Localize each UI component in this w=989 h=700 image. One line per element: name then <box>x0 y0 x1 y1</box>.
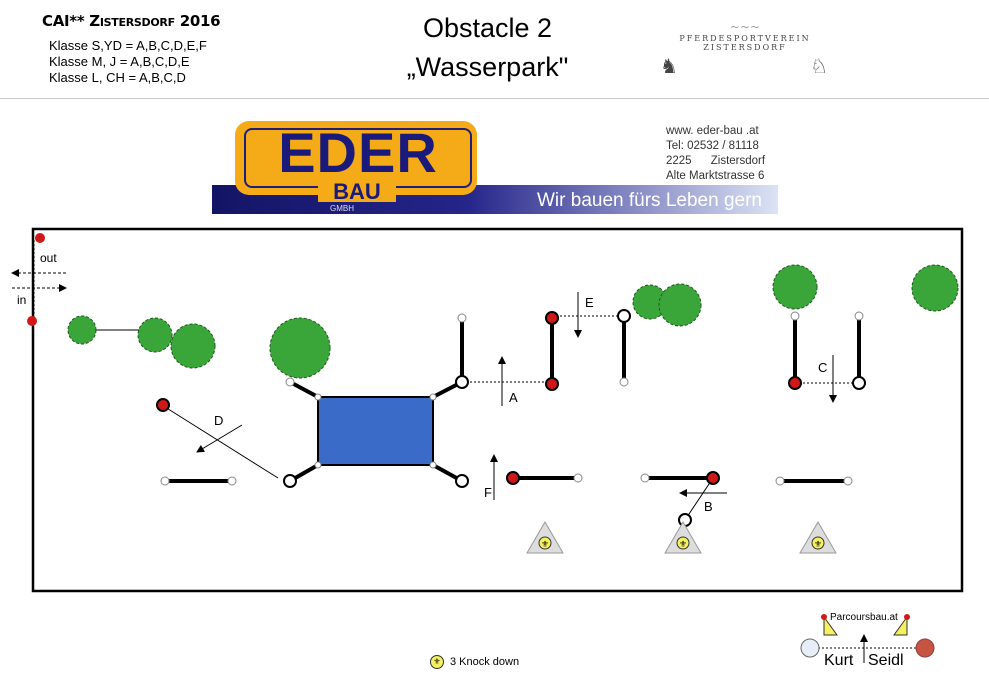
obstacle-subtitle: „Wasserpark" <box>406 52 569 82</box>
phone: Tel: 02532 / 81118 <box>666 140 759 152</box>
white-marker <box>678 513 692 527</box>
designer-site: Parcoursbau.at <box>830 612 898 623</box>
legend-label: 3 Knock down <box>450 656 520 668</box>
white-marker <box>455 474 469 488</box>
designer-logo: Parcoursbau.at Kurt Seidl <box>800 605 935 670</box>
designer-last: Seidl <box>868 652 904 669</box>
obstacle-title: Obstacle 2 <box>422 13 553 43</box>
legend: ⚜ 3 Knock down <box>430 655 519 669</box>
white-marker <box>455 375 469 389</box>
sponsor-name: EDER <box>278 121 438 184</box>
tree <box>137 317 173 353</box>
designer-first: Kurt <box>824 652 854 669</box>
sponsor-form: GMBH <box>330 204 354 213</box>
website: www. eder-bau .at <box>666 125 759 137</box>
event-title: CAI** Zistersdorf 2016 <box>42 12 221 30</box>
tree <box>170 323 216 369</box>
class-line: Klasse M, J = A,B,C,D,E <box>49 54 190 69</box>
tree <box>658 283 702 327</box>
class-line: Klasse L, CH = A,B,C,D <box>49 70 186 85</box>
water-pond <box>317 396 434 466</box>
tree <box>772 264 818 310</box>
red-marker <box>156 398 170 412</box>
red-marker <box>545 377 559 391</box>
svg-text:⚜: ⚜ <box>814 539 822 549</box>
red-marker <box>545 311 559 325</box>
svg-text:⚜: ⚜ <box>541 539 549 549</box>
white-marker <box>283 474 297 488</box>
tree <box>911 264 959 312</box>
sponsor-sub: BAU <box>318 181 396 203</box>
sponsor-slogan: Wir bauen fürs Leben gern <box>537 190 762 211</box>
divider <box>0 98 989 99</box>
gate-marker-red <box>27 316 37 326</box>
sponsor-contact: www. eder-bau .at Tel: 02532 / 81118 222… <box>666 124 765 184</box>
horse-jump-icon: ♞ <box>660 54 680 78</box>
arena-border <box>31 227 964 593</box>
class-line: Klasse S,YD = A,B,C,D,E,F <box>49 38 207 53</box>
gate-a-label: A <box>509 390 518 405</box>
gate-d-label: D <box>214 413 223 428</box>
svg-text:⚜: ⚜ <box>679 539 687 549</box>
street: Alte Marktstrasse 6 <box>666 170 765 182</box>
red-marker <box>788 376 802 390</box>
city: 2225 Zistersdorf <box>666 155 766 167</box>
club-logo: ~~~ PFERDESPORTVEREIN ZISTERSDORF ♞♘ <box>660 20 830 78</box>
out-label: out <box>40 251 57 265</box>
white-marker <box>852 376 866 390</box>
gate-e-label: E <box>585 295 594 310</box>
tree <box>269 317 331 379</box>
arrow-d <box>196 424 243 453</box>
club-name: PFERDESPORTVEREIN ZISTERSDORF <box>679 34 811 52</box>
gate-b-label: B <box>704 499 713 514</box>
white-marker <box>617 309 631 323</box>
in-label: in <box>17 293 26 307</box>
gate-marker-red <box>35 233 45 243</box>
knockdown-marker: ⚜ ⚜ ⚜ <box>526 521 837 554</box>
red-marker <box>506 471 520 485</box>
tree <box>67 315 97 345</box>
gate-f-label: F <box>484 485 492 500</box>
gate-c-label: C <box>818 360 827 375</box>
carriage-icon: ♘ <box>810 54 830 78</box>
knockdown-icon: ⚜ <box>430 655 444 669</box>
red-marker <box>706 471 720 485</box>
